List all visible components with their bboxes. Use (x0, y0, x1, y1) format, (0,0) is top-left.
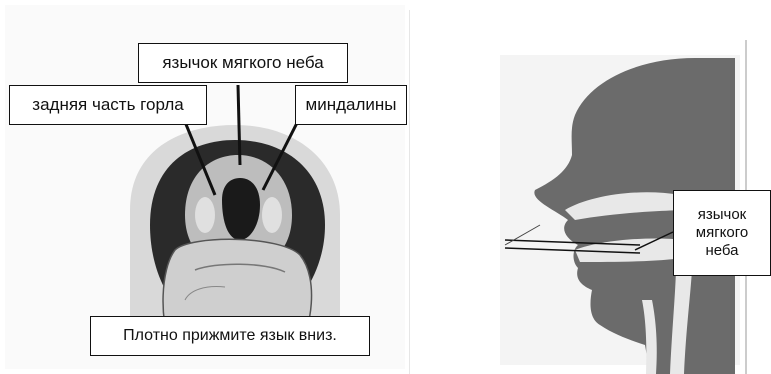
head-profile-panel: язычок мягкого неба (480, 0, 771, 374)
head-profile-drawing (480, 0, 771, 374)
label-uvula-right: язычок мягкого неба (673, 190, 771, 276)
uvula-pointer-line (238, 85, 240, 165)
left-tonsil (195, 197, 215, 233)
mouth-illustration-panel: язычок мягкого неба задняя часть горла м… (0, 0, 410, 374)
label-uvula-text: язычок мягкого неба (162, 53, 323, 73)
label-uvula-right-text: язычок мягкого неба (678, 206, 766, 260)
label-uvula: язычок мягкого неба (138, 43, 348, 83)
label-throat-back-text: задняя часть горла (32, 95, 183, 115)
label-instruction: Плотно прижмите язык вниз. (90, 316, 370, 356)
label-tonsils-text: миндалины (306, 95, 397, 115)
label-tonsils: миндалины (295, 85, 407, 125)
label-throat-back: задняя часть горла (9, 85, 207, 125)
label-instruction-text: Плотно прижмите язык вниз. (123, 326, 337, 345)
right-tonsil (262, 197, 282, 233)
